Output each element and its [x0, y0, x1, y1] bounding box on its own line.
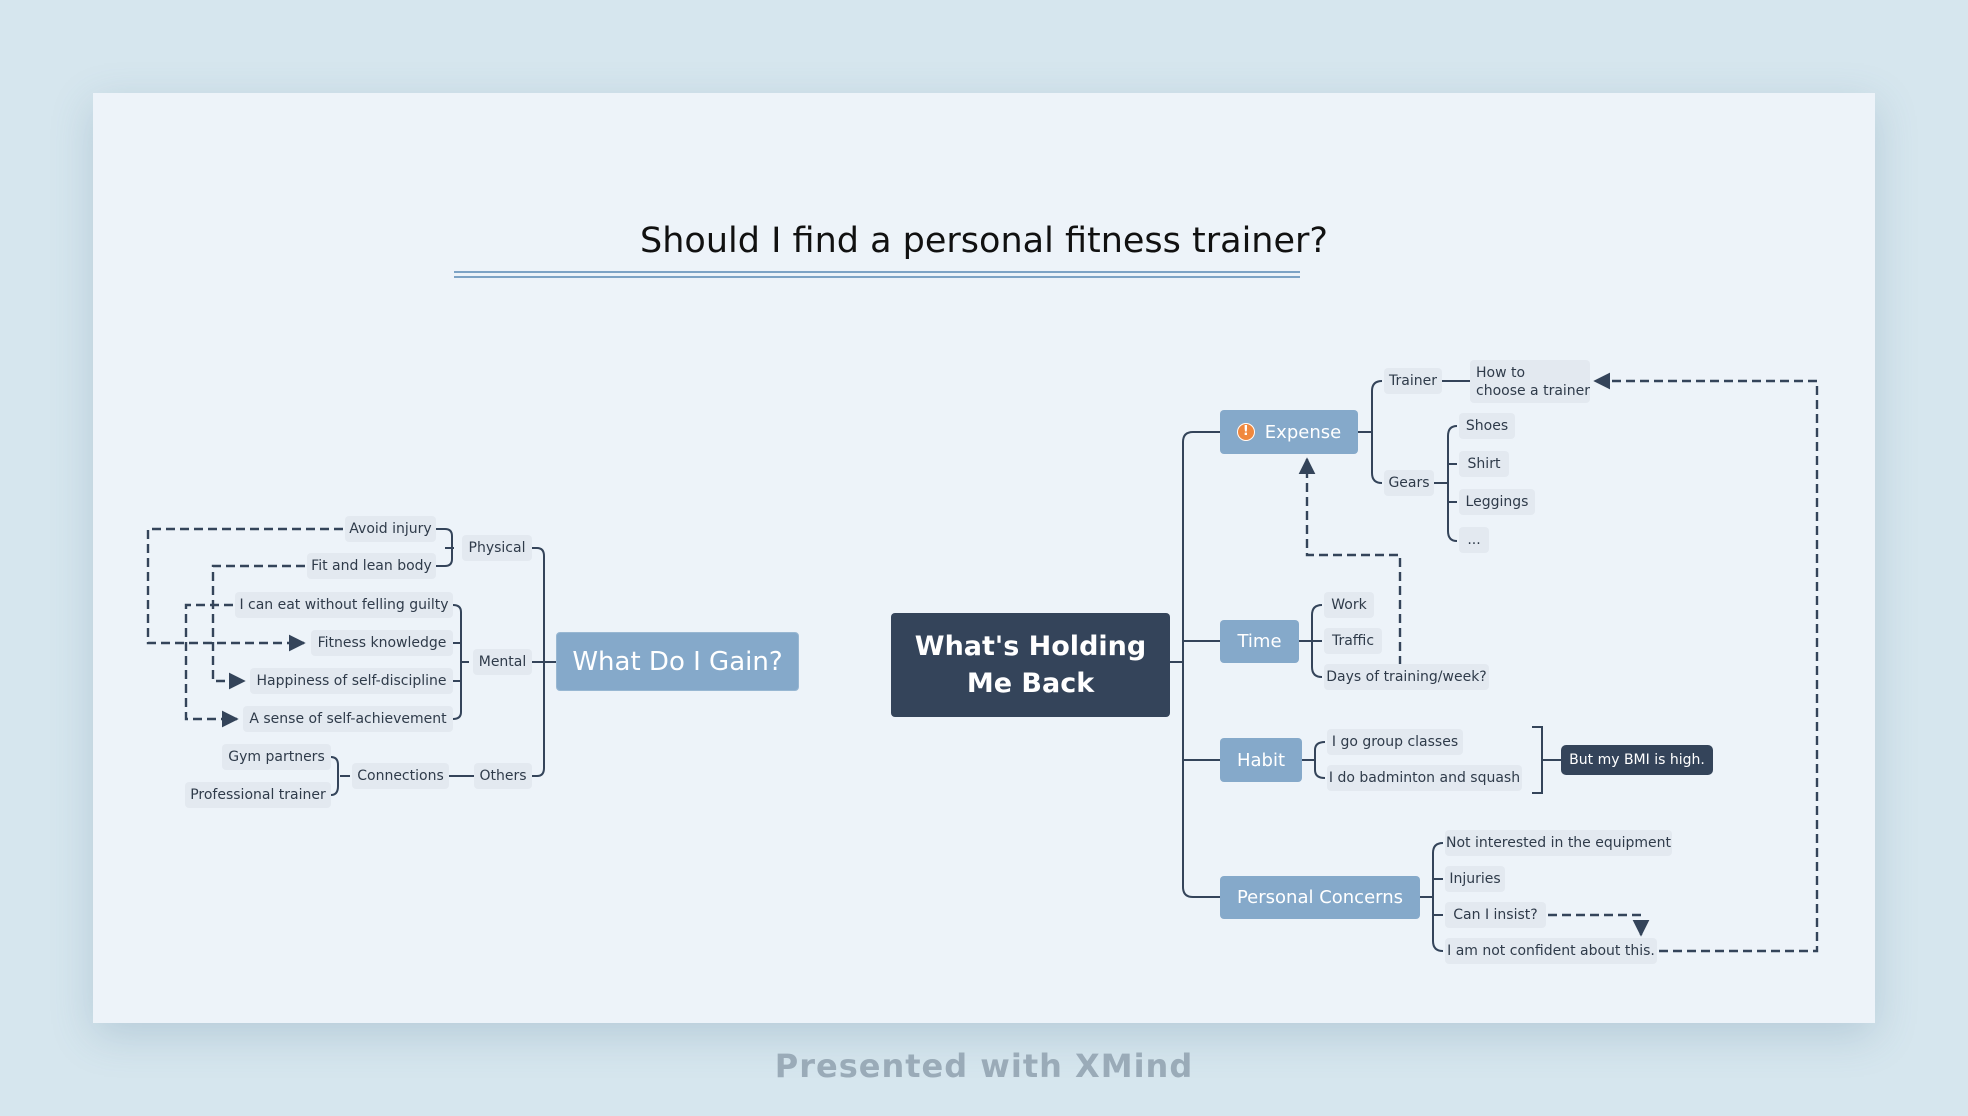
central-topic-line-1: What's Holding — [914, 631, 1147, 662]
mental-topic[interactable]: Mental — [473, 649, 532, 675]
badminton-squash-item[interactable]: I do badminton and squash — [1327, 765, 1522, 791]
branch-right-trunk — [1182, 431, 1194, 898]
how-to-line-1: How to — [1476, 364, 1526, 381]
connections-topic[interactable]: Connections — [352, 763, 449, 789]
shoes-item[interactable]: Shoes — [1459, 413, 1515, 439]
physical-bracket — [436, 528, 454, 567]
self-discipline-item[interactable]: Happiness of self-discipline — [250, 668, 453, 694]
central-topic[interactable]: What's Holding Me Back — [891, 613, 1170, 717]
traffic-item[interactable]: Traffic — [1324, 628, 1382, 654]
time-topic[interactable]: Time — [1220, 620, 1299, 663]
can-i-insist-item[interactable]: Can I insist? — [1445, 902, 1546, 928]
gain-topic[interactable]: What Do I Gain? — [556, 632, 799, 691]
gears-bracket — [1434, 425, 1458, 542]
relation-confidence-to-trainer — [1593, 372, 1819, 953]
map-title: Should I find a personal fitness trainer… — [640, 221, 1328, 261]
expense-bracket — [1358, 380, 1383, 484]
fit-body-item[interactable]: Fit and lean body — [307, 553, 436, 579]
group-classes-item[interactable]: I go group classes — [1327, 729, 1463, 755]
expense-label: Expense — [1264, 421, 1342, 443]
avoid-injury-item[interactable]: Avoid injury — [345, 516, 436, 542]
leggings-item[interactable]: Leggings — [1459, 489, 1535, 515]
work-item[interactable]: Work — [1324, 592, 1374, 618]
personal-concerns-topic[interactable]: Personal Concerns — [1220, 876, 1420, 919]
physical-topic[interactable]: Physical — [462, 535, 532, 561]
others-topic[interactable]: Others — [474, 763, 532, 789]
equipment-item[interactable]: Not interested in the equipment — [1445, 830, 1672, 856]
relation-days-to-expense — [1298, 457, 1402, 665]
habit-summary-bracket — [1532, 726, 1561, 794]
footer-branding: Presented with XMind — [774, 1047, 1194, 1085]
gears-ticks — [1448, 463, 1457, 503]
relation-injury-to-knowledge — [146, 527, 343, 652]
how-to-choose-trainer-item[interactable]: How to choose a trainer — [1470, 360, 1590, 403]
professional-trainer-item[interactable]: Professional trainer — [185, 782, 331, 808]
central-topic-line-2: Me Back — [966, 668, 1095, 699]
relation-eat-to-achievement — [184, 603, 239, 728]
relation-fitbody-to-discipline — [211, 564, 305, 690]
relation-insist-to-confidence — [1548, 913, 1650, 937]
fitness-knowledge-item[interactable]: Fitness knowledge — [311, 630, 453, 656]
gears-topic[interactable]: Gears — [1384, 470, 1434, 496]
self-achievement-item[interactable]: A sense of self-achievement — [243, 706, 453, 732]
gym-partners-item[interactable]: Gym partners — [222, 744, 331, 770]
injuries-item[interactable]: Injuries — [1445, 866, 1505, 892]
shirt-item[interactable]: Shirt — [1459, 451, 1509, 477]
habit-bracket — [1302, 741, 1326, 779]
eat-guilt-item[interactable]: I can eat without felling guilty — [235, 592, 453, 618]
habit-topic[interactable]: Habit — [1220, 738, 1302, 782]
how-to-line-2: choose a trainer — [1476, 382, 1591, 399]
concerns-bracket — [1420, 842, 1444, 952]
time-bracket — [1299, 604, 1323, 678]
ellipsis-item[interactable]: ... — [1459, 527, 1489, 553]
warning-icon: ! — [1236, 423, 1255, 441]
expense-topic[interactable]: ! Expense — [1220, 410, 1358, 454]
mental-bracket — [452, 604, 469, 720]
bmi-summary[interactable]: But my BMI is high. — [1561, 745, 1713, 775]
title-underline — [454, 271, 1300, 278]
not-confident-item[interactable]: I am not confident about this. — [1445, 938, 1657, 964]
days-training-item[interactable]: Days of training/week? — [1324, 664, 1489, 690]
connections-bracket — [330, 756, 350, 796]
trainer-topic[interactable]: Trainer — [1384, 368, 1442, 394]
